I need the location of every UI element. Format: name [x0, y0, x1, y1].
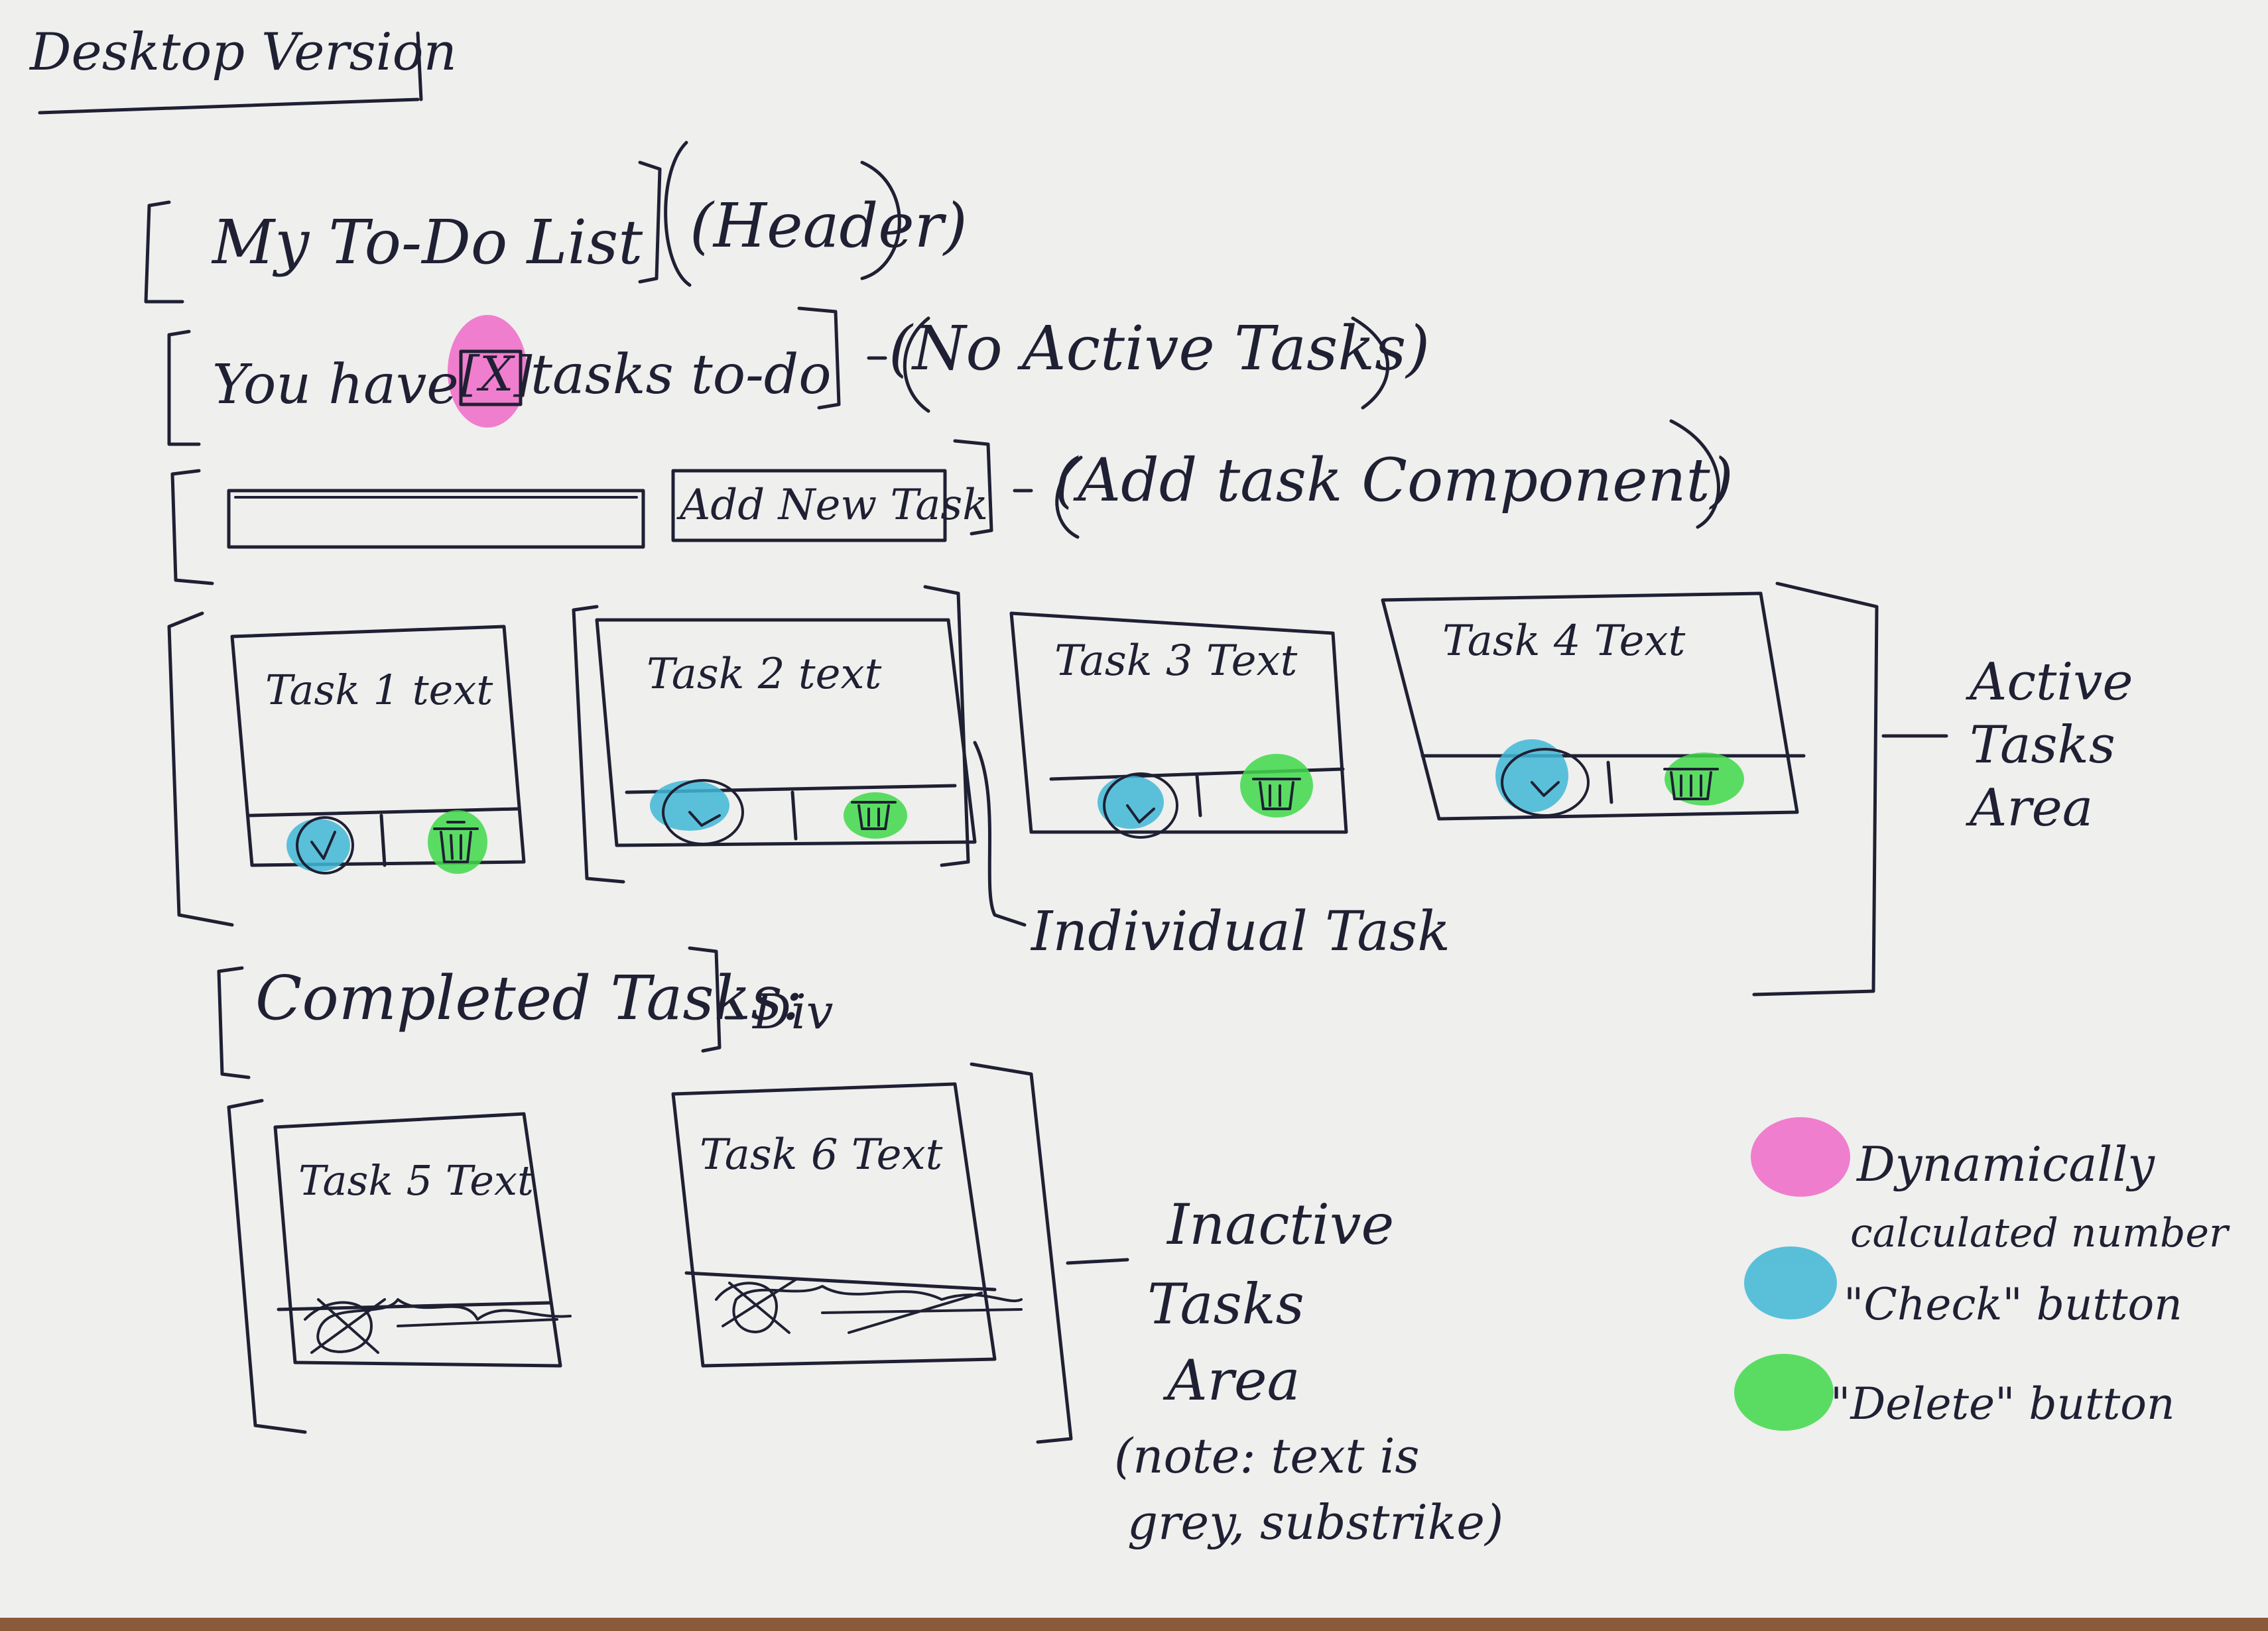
inactive-area-label-3: Area [1167, 1348, 1300, 1413]
new-task-input-sketch [227, 489, 645, 549]
delete-highlight-1 [428, 810, 487, 874]
check-icon [296, 748, 1590, 875]
delete-highlight-3 [1240, 754, 1313, 817]
task-3-text: Task 3 Text [1054, 636, 1298, 686]
counter-annotation: (No Active Tasks) [889, 313, 1430, 384]
legend-pink-swatch [1751, 1117, 1850, 1197]
individual-task-label: Individual Task [1031, 900, 1450, 963]
inactive-area-label-2: Tasks [1147, 1272, 1304, 1337]
completed-heading: Completed Tasks: [255, 963, 803, 1034]
task-4-text: Task 4 Text [1442, 617, 1686, 666]
legend-delete-label: "Delete" button [1830, 1378, 2175, 1429]
active-area-label-3: Area [1970, 778, 2094, 838]
trash-icon [433, 768, 1719, 863]
delete-highlight-2 [844, 792, 907, 839]
check-highlight-4 [1495, 739, 1568, 812]
completed-annotation: Div [753, 984, 834, 1040]
counter-suffix: tasks to-do [531, 343, 832, 406]
task-6-text: Task 6 Text [700, 1130, 943, 1179]
inactive-note-line-1: (note: text is [1114, 1428, 1420, 1484]
pink-highlight [448, 315, 527, 428]
legend-green-swatch [1734, 1354, 1834, 1431]
task-2-text: Task 2 text [647, 650, 882, 699]
add-task-button-label[interactable]: Add New Task [680, 481, 988, 530]
task-1-text: Task 1 text [265, 666, 493, 714]
scribble-strikethrough [304, 1278, 1023, 1354]
inactive-area-label-1: Inactive [1167, 1192, 1395, 1257]
inactive-note-line-2: grey, substrike) [1127, 1494, 1504, 1550]
active-area-label-2: Tasks [1970, 715, 2115, 775]
legend-check-label: "Check" button [1844, 1279, 2182, 1330]
delete-highlight-4 [1665, 753, 1744, 806]
active-area-label-1: Active [1970, 652, 2133, 712]
dynamic-number: [X] [461, 346, 533, 402]
header-text: My To-Do List [212, 207, 643, 278]
legend-blue-swatch [1744, 1246, 1837, 1319]
add-task-annotation: (Add task Component) [1054, 446, 1733, 515]
counter-prefix: You have [212, 353, 459, 416]
page-title: Desktop Version [30, 23, 457, 82]
add-task-button-sketch [671, 469, 947, 542]
legend-dynamic-line-2: calculated number [1850, 1210, 2228, 1256]
legend-dynamic-line-1: Dynamically [1857, 1136, 2155, 1192]
task-5-text: Task 5 Text [298, 1156, 534, 1205]
header-annotation: (Header) [690, 190, 968, 261]
check-highlight-2 [650, 780, 729, 831]
